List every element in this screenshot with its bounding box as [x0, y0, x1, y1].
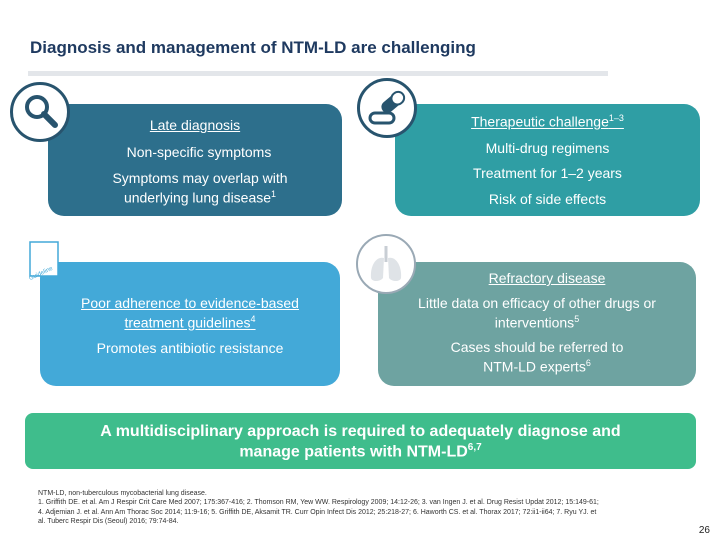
therapeutic-line1: Multi-drug regimens [485, 139, 610, 156]
late-diagnosis-line2b-wrap: underlying lung disease1 [48, 188, 342, 208]
refractory-line1a: Little data on efficacy of other drugs o… [418, 294, 656, 311]
references-abbreviation: NTM-LD, non-tuberculous mycobacterial lu… [38, 490, 207, 497]
search-icon [10, 82, 70, 142]
guideline-document-icon: Guideline [22, 238, 68, 284]
therapeutic-ref: 1–3 [608, 113, 624, 123]
poor-adherence-line1: Promotes antibiotic resistance [96, 340, 284, 357]
references-line2: 1. Griffith DE. et al. Am J Respir Crit … [38, 499, 599, 507]
refractory-line2a: Cases should be referred to [450, 339, 624, 356]
therapeutic-line2: Treatment for 1–2 years [473, 165, 622, 182]
late-diagnosis-line1: Non-specific symptoms [126, 143, 272, 160]
banner-ref: 6,7 [467, 442, 482, 453]
slide-title: Diagnosis and management of NTM-LD are c… [30, 38, 476, 57]
therapeutic-heading: Therapeutic challenge [471, 113, 609, 130]
refractory-heading: Refractory disease [488, 270, 606, 286]
page-number: 26 [698, 525, 710, 536]
refractory-line2b: NTM-LD experts [483, 358, 586, 375]
refractory-disease-card: Refractory disease Little data on effica… [378, 262, 696, 386]
lung-icon [356, 234, 416, 294]
references-footnote: NTM-LD, non-tuberculous mycobacterial lu… [38, 489, 688, 527]
late-diagnosis-line2b: underlying lung disease [123, 189, 272, 206]
banner-line2-wrap: manage patients with NTM-LD6,7 [25, 442, 696, 462]
key-message-banner: A multidisciplinary approach is required… [25, 413, 696, 469]
late-diagnosis-heading: Late diagnosis [149, 117, 241, 133]
references-line3: 4. Adjemian J. et al. Ann Am Thorac Soc … [38, 508, 597, 516]
banner-line2: manage patients with NTM-LD [239, 443, 468, 461]
poor-adherence-heading-b: treatment guidelines [124, 314, 251, 331]
refractory-line1b: interventions [494, 314, 575, 331]
references-line4: al. Tuberc Respir Dis (Seoul) 2016; 79:7… [38, 518, 179, 526]
late-diagnosis-line2a: Symptoms may overlap with [112, 169, 288, 186]
refractory-line2b-wrap: NTM-LD experts6 [378, 357, 696, 377]
banner-line1: A multidisciplinary approach is required… [100, 423, 621, 440]
title-underline-divider [28, 71, 608, 76]
therapeutic-heading-wrap: Therapeutic challenge1–3 [395, 112, 700, 132]
poor-adherence-heading-b-wrap: treatment guidelines4 [40, 313, 340, 333]
refractory-ref-5: 5 [574, 313, 580, 324]
late-diagnosis-ref: 1 [271, 188, 277, 199]
late-diagnosis-card: Late diagnosis Non-specific symptoms Sym… [48, 104, 342, 216]
pill-icon [357, 78, 417, 138]
poor-adherence-heading-a: Poor adherence to evidence-based [81, 295, 299, 311]
poor-adherence-card: Poor adherence to evidence-based treatme… [40, 262, 340, 386]
refractory-line1b-wrap: interventions5 [378, 313, 696, 333]
therapeutic-line3: Risk of side effects [488, 191, 607, 208]
poor-adherence-ref: 4 [250, 313, 256, 324]
refractory-ref-6: 6 [585, 358, 591, 369]
therapeutic-challenge-card: Therapeutic challenge1–3 Multi-drug regi… [395, 104, 700, 216]
